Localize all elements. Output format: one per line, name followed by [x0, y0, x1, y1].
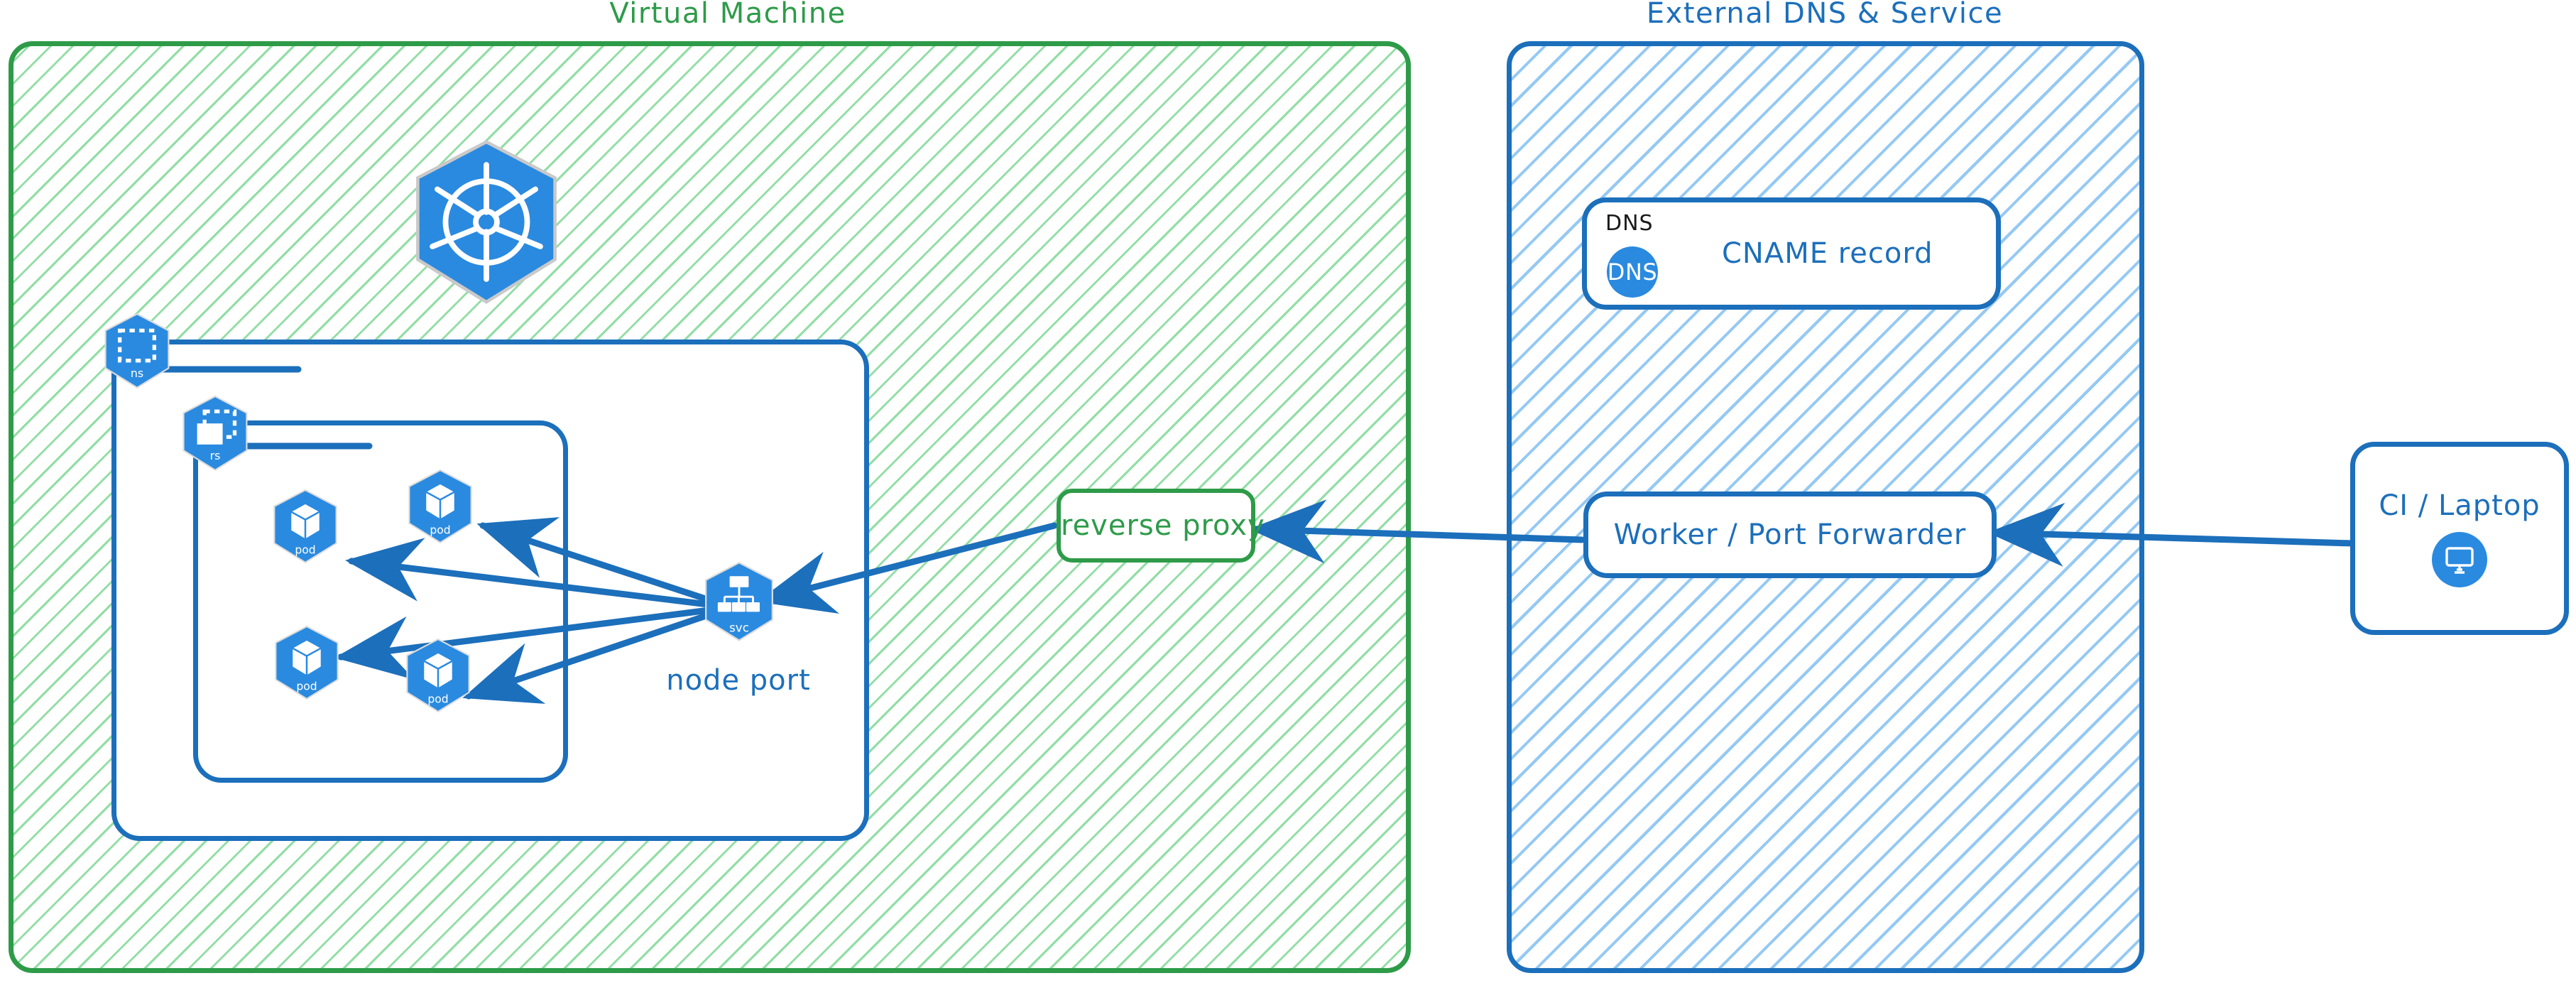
reverse-proxy-card[interactable]: reverse proxy	[1057, 489, 1265, 563]
pod-badge-2[interactable]: pod	[403, 469, 477, 545]
desktop-monitor-icon	[2432, 532, 2487, 587]
dns-cname-card[interactable]: DNS DNS CNAME record	[1582, 197, 2001, 310]
dns-badge-text: DNS	[1607, 259, 1658, 286]
namespace-icon	[118, 328, 156, 363]
pod-label: pod	[427, 693, 448, 705]
replicaset-container	[193, 420, 568, 783]
node-port-caption: node port	[666, 664, 811, 697]
ci-laptop-label: CI / Laptop	[2379, 489, 2540, 522]
pod-label: pod	[296, 680, 317, 693]
pod-badge-1[interactable]: pod	[268, 489, 342, 565]
cname-record-label: CNAME record	[1722, 237, 1933, 270]
replicaset-badge[interactable]: rs	[178, 395, 253, 473]
reverse-proxy-label: reverse proxy	[1061, 509, 1265, 542]
kubernetes-logo	[405, 139, 568, 305]
zone-title-external-dns-service: External DNS & Service	[1646, 0, 2004, 30]
namespace-badge[interactable]: ns	[99, 313, 175, 391]
worker-port-forwarder-card[interactable]: Worker / Port Forwarder	[1583, 492, 1997, 578]
dns-icon: DNS	[1607, 246, 1658, 298]
dns-corner-tag: DNS	[1605, 211, 1654, 236]
pod-label: pod	[430, 523, 450, 536]
zone-title-virtual-machine: Virtual Machine	[609, 0, 846, 30]
pod-badge-4[interactable]: pod	[401, 638, 475, 715]
ci-laptop-card[interactable]: CI / Laptop	[2350, 442, 2569, 635]
namespace-label: ns	[131, 366, 143, 380]
replicaset-icon	[197, 409, 237, 445]
pod-label: pod	[295, 543, 315, 556]
service-icon	[717, 576, 760, 612]
service-badge[interactable]: svc	[699, 561, 779, 643]
worker-port-forwarder-label: Worker / Port Forwarder	[1613, 518, 1967, 551]
replicaset-label: rs	[210, 449, 221, 462]
service-label: svc	[729, 620, 749, 634]
pod-badge-3[interactable]: pod	[270, 625, 344, 702]
